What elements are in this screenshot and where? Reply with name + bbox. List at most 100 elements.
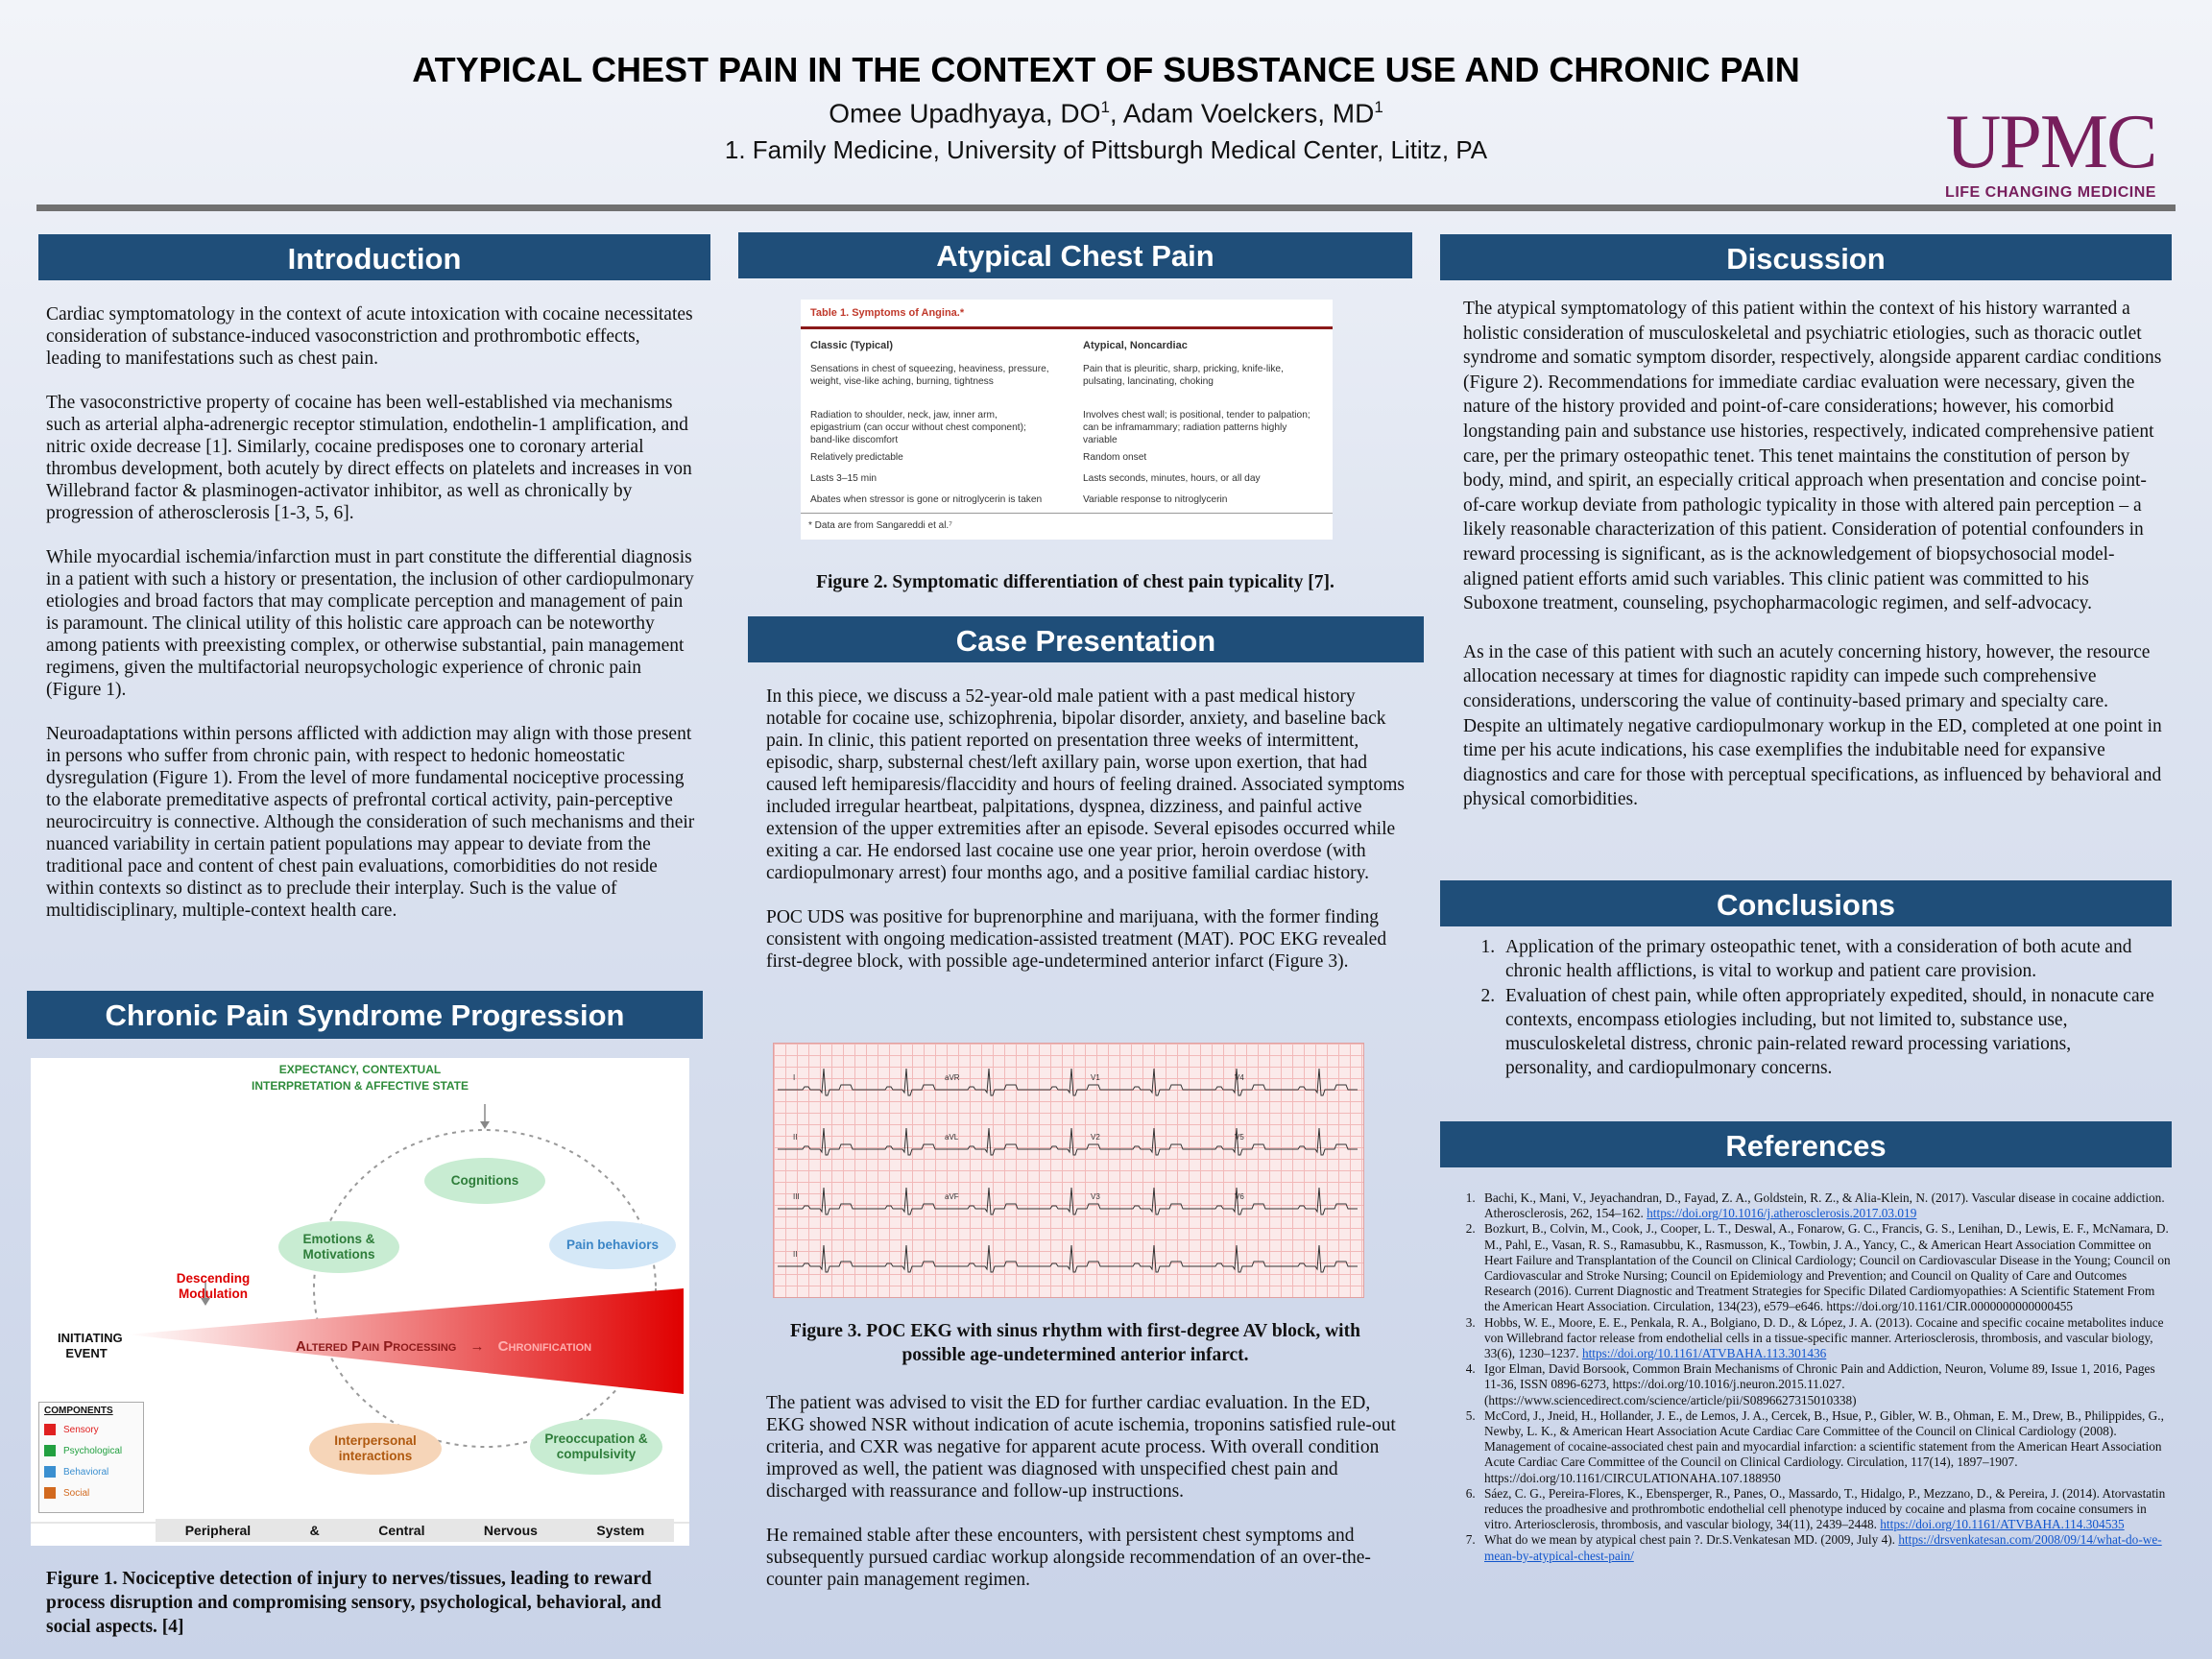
author-2: , Adam Voelckers, MD [1109, 98, 1375, 129]
introduction-header: Introduction [38, 234, 710, 280]
case-body-2: The patient was advised to visit the ED … [766, 1392, 1409, 1613]
author-2-superscript: 1 [1374, 98, 1383, 116]
bar-word: Central [378, 1523, 425, 1538]
affiliation: 1. Family Medicine, University of Pittsb… [724, 135, 1488, 164]
reference-text: Sáez, C. G., Pereira-Flores, K., Ebenspe… [1484, 1485, 2166, 1532]
figure-2-caption: Figure 2. Symptomatic differentiation of… [816, 572, 1334, 592]
legend-label: Sensory [63, 1424, 99, 1435]
case-paragraph: The patient was advised to visit the ED … [766, 1393, 1396, 1502]
ekg-trace [778, 1127, 1358, 1156]
bar-word: Nervous [483, 1523, 538, 1538]
reference-item: Sáez, C. G., Pereira-Flores, K., Ebenspe… [1479, 1486, 2172, 1533]
authors: Omee Upadhyaya, DO1, Adam Voelckers, MD1 [0, 98, 2212, 129]
conclusions-body: Application of the primary osteopathic t… [1440, 935, 2162, 1081]
reference-link[interactable]: https://doi.org/10.1016/j.atherosclerosi… [1647, 1206, 1917, 1221]
ekg-lead-label: V5 [1235, 1133, 1244, 1142]
node-pain-behaviors: Pain behaviors [549, 1221, 676, 1269]
references-body: Bachi, K., Mani, V., Jeyachandran, D., F… [1450, 1190, 2172, 1564]
table-col-header: Atypical, Noncardiac [1083, 340, 1188, 351]
case-paragraph: In this piece, we discuss a 52-year-old … [766, 686, 1405, 883]
legend-label: Social [63, 1487, 90, 1499]
reference-item: Bozkurt, B., Colvin, M., Cook, J., Coope… [1479, 1221, 2172, 1314]
node-emotions: Emotions & Motivations [278, 1221, 399, 1273]
reference-item: Igor Elman, David Borsook, Common Brain … [1479, 1361, 2172, 1408]
table-cell: Sensations in chest of squeezing, heavin… [810, 364, 1049, 387]
conclusions-header: Conclusions [1440, 880, 2172, 926]
ekg-lead-label: II [793, 1133, 797, 1142]
reference-link[interactable]: https://drsvenkatesan.com/2008/09/14/wha… [1484, 1532, 2162, 1563]
ekg-lead-label: V6 [1235, 1192, 1244, 1201]
bar-word: Peripheral [184, 1523, 252, 1538]
table-rule [801, 326, 1333, 329]
discussion-paragraph: As in the case of this patient with such… [1463, 641, 2162, 810]
descending-modulation: Descending Modulation [176, 1271, 251, 1301]
top-label-line: EXPECTANCY, CONTEXTUAL [278, 1063, 442, 1076]
chronic-pain-diagram: EXPECTANCY, CONTEXTUAL INTERPRETATION & … [31, 1058, 689, 1546]
table-cell: Relatively predictable [810, 452, 903, 463]
table-cell: Lasts seconds, minutes, hours, or all da… [1083, 473, 1261, 484]
ekg-lead-label: V4 [1235, 1073, 1244, 1082]
legend-swatch [44, 1424, 56, 1435]
node-cognitions: Cognitions [424, 1158, 545, 1204]
angina-symptoms-table: Table 1. Symptoms of Angina.* Classic (T… [801, 300, 1333, 540]
ekg-trace [778, 1244, 1358, 1273]
table-bottom-rule [801, 513, 1333, 514]
discussion-body: The atypical symptomatology of this pati… [1463, 297, 2166, 834]
ekg-lead-label: aVR [945, 1073, 960, 1082]
diagram-top-label: EXPECTANCY, CONTEXTUAL INTERPRETATION & … [31, 1062, 689, 1094]
table-cell: Random onset [1083, 452, 1147, 463]
reference-text: Bachi, K., Mani, V., Jeyachandran, D., F… [1484, 1190, 2165, 1221]
legend-swatch [44, 1466, 56, 1478]
references-header: References [1440, 1121, 2172, 1167]
legend-title: COMPONENTS [44, 1406, 113, 1416]
reference-link[interactable]: https://doi.org/10.1161/ATVBAHA.114.3045… [1880, 1517, 2125, 1532]
reference-text: What do we mean by atypical chest pain ?… [1484, 1532, 1899, 1548]
atypical-chest-pain-header: Atypical Chest Pain [738, 232, 1412, 278]
intro-paragraph: The vasoconstrictive property of cocaine… [46, 393, 692, 523]
poster-title: ATYPICAL CHEST PAIN IN THE CONTEXT OF SU… [412, 50, 1800, 89]
legend-label: Psychological [63, 1445, 123, 1456]
reference-text: Hobbs, W. E., Moore, E. E., Penkala, R. … [1484, 1314, 2164, 1361]
discussion-paragraph: The atypical symptomatology of this pati… [1463, 299, 2162, 614]
nervous-system-bar: Peripheral & Central Nervous System [156, 1519, 674, 1542]
ekg-lead-label: V3 [1091, 1192, 1100, 1201]
table-cell: Pain that is pleuritic, sharp, pricking,… [1083, 364, 1284, 387]
bar-word: System [596, 1523, 645, 1538]
legend-item: Social [39, 1482, 143, 1503]
conclusion-item: Application of the primary osteopathic t… [1500, 935, 2162, 983]
figure-3-caption: Figure 3. POC EKG with sinus rhythm with… [790, 1321, 1360, 1365]
bar-word: & [309, 1523, 320, 1538]
introduction-body: Cardiac symptomatology in the context of… [46, 303, 699, 944]
reference-text: Bozkurt, B., Colvin, M., Cook, J., Coope… [1484, 1221, 2171, 1314]
reference-link[interactable]: https://doi.org/10.1161/ATVBAHA.113.3014… [1581, 1346, 1827, 1361]
table-footnote: * Data are from Sangareddi et al.⁷ [808, 520, 952, 531]
altered-label: Altered Pain Processing [296, 1338, 457, 1355]
table-col-header: Classic (Typical) [810, 340, 893, 351]
ekg-lead-label: III [793, 1192, 800, 1201]
legend-item: Sensory [39, 1419, 143, 1440]
initiating-event: INITIATING EVENT [58, 1331, 123, 1360]
table-cell: Abates when stressor is gone or nitrogly… [810, 494, 1043, 505]
legend-swatch [44, 1487, 56, 1499]
table-cell: Radiation to shoulder, neck, jaw, inner … [810, 410, 1026, 445]
case-presentation-header: Case Presentation [748, 616, 1424, 662]
ekg-trace [778, 1187, 1358, 1215]
discussion-header: Discussion [1440, 234, 2172, 280]
legend-label: Behavioral [63, 1466, 109, 1478]
case-paragraph: He remained stable after these encounter… [766, 1526, 1371, 1590]
reference-item: Bachi, K., Mani, V., Jeyachandran, D., F… [1479, 1190, 2172, 1221]
table-cell: Involves chest wall; is positional, tend… [1083, 410, 1310, 445]
chronification-label: Chronification [497, 1338, 592, 1355]
reference-item: Hobbs, W. E., Moore, E. E., Penkala, R. … [1479, 1315, 2172, 1362]
top-label-line: INTERPRETATION & AFFECTIVE STATE [252, 1079, 469, 1093]
header-divider [36, 204, 2176, 211]
conclusion-item: Evaluation of chest pain, while often ap… [1500, 984, 2162, 1080]
logo-tagline: LIFE CHANGING MEDICINE [1945, 184, 2156, 201]
author-1-superscript: 1 [1100, 98, 1110, 116]
logo-wordmark: UPMC [1945, 100, 2158, 184]
ekg-lead-label: aVF [945, 1192, 959, 1201]
case-body-1: In this piece, we discuss a 52-year-old … [766, 685, 1409, 995]
